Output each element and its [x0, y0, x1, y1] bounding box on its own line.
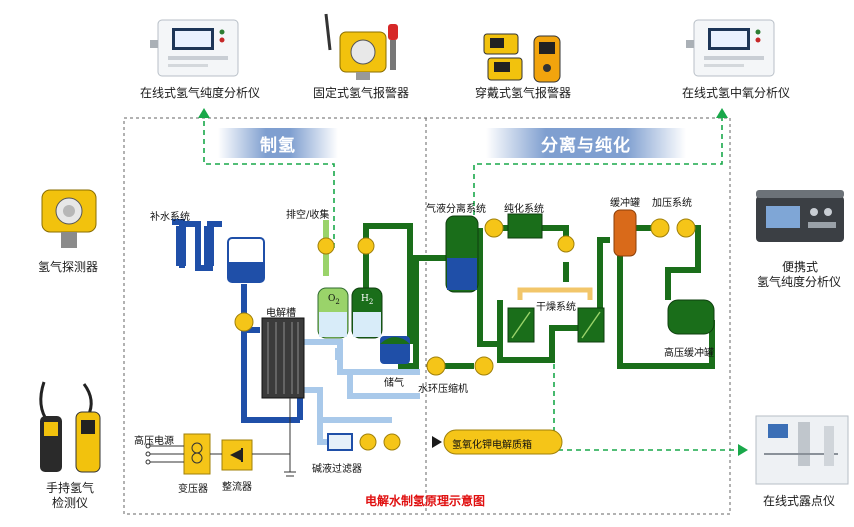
online-oxygen-analyzer-image [686, 14, 782, 80]
handheld-detector-label-line1: 手持氢气 [45, 481, 94, 495]
portable-purity-analyzer-image [752, 182, 848, 248]
transformer [183, 433, 211, 475]
handheld-detector-image [32, 376, 108, 478]
label-vent: 排空/收集 [286, 210, 330, 221]
label-booster: 加压系统 [652, 198, 692, 209]
heat-exchangers [317, 235, 575, 255]
label-water-supply: 补水系统 [150, 212, 190, 223]
online-purity-analyzer-image [150, 14, 246, 80]
dryer-pipes [517, 287, 593, 300]
portable-purity-label-line2: 氢气纯度分析仪 [756, 275, 841, 289]
label-rectifier: 整流器 [222, 482, 252, 493]
label-dryer: 干燥系统 [536, 302, 576, 313]
fixed-alarm-label: 固定式氢气报警器 [312, 86, 409, 100]
label-compressor: 水环压缩机 [418, 384, 468, 395]
label-buffer-tank: 缓冲罐 [610, 198, 640, 209]
section-hydrogen-production-title: 制氢 [260, 135, 296, 156]
alkali-filter [327, 433, 353, 451]
hydrogen-detector-label: 氢气探测器 [37, 260, 98, 274]
handheld-detector-label-line2: 检测仪 [51, 496, 88, 510]
fixed-alarm-image [312, 10, 412, 84]
wearable-alarm-image [478, 30, 568, 86]
dew-point-analyzer-label: 在线式露点仪 [762, 494, 835, 508]
label-electrolyzer: 电解槽 [266, 308, 296, 319]
label-hv-power: 高压电源 [134, 436, 174, 447]
hydrogen-detector-image [34, 180, 104, 252]
buffer-tank [613, 209, 637, 257]
high-pressure-buffer-tank [667, 299, 715, 335]
label-purification: 纯化系统 [504, 204, 544, 215]
label-o2: O2 [328, 294, 340, 306]
online-oxygen-analyzer-label: 在线式氢中氧分析仪 [681, 86, 790, 100]
portable-purity-label-line1: 便携式 [781, 260, 818, 274]
wearable-alarm-label: 穿戴式氢气报警器 [474, 86, 571, 100]
arrow-to-oxygen-analyzer [716, 108, 728, 118]
label-alkali-filter: 碱液过滤器 [312, 464, 362, 475]
electrolyzer [261, 317, 305, 399]
label-h2: H2 [361, 294, 374, 306]
label-storage: 储气 [384, 378, 404, 389]
light-pipes [304, 339, 420, 445]
arrow-to-purity-analyzer [198, 108, 210, 118]
online-purity-analyzer-label: 在线式氢气纯度分析仪 [139, 86, 260, 100]
arrow-to-dew-point [738, 444, 748, 456]
pumps [234, 218, 696, 451]
diagram-frame [123, 117, 731, 515]
label-gas-liquid-separator: 气液分离系统 [426, 204, 486, 215]
diagram-title: 电解水制氢原理示意图 [364, 494, 485, 508]
dew-point-analyzer-image [754, 414, 850, 486]
koh-electrolyte-box [443, 429, 563, 455]
power-supply [145, 398, 296, 477]
section-separation-purification: 分离与纯化 [486, 128, 686, 158]
purification-unit [507, 213, 543, 239]
section-hydrogen-production: 制氢 [218, 128, 338, 158]
label-high-pressure-buffer: 高压缓冲罐 [664, 348, 714, 359]
label-transformer: 变压器 [178, 484, 208, 495]
section-separation-purification-title: 分离与纯化 [541, 135, 631, 156]
green-pipes [363, 223, 715, 369]
label-koh-box: 氢氧化钾电解质箱 [452, 440, 532, 451]
